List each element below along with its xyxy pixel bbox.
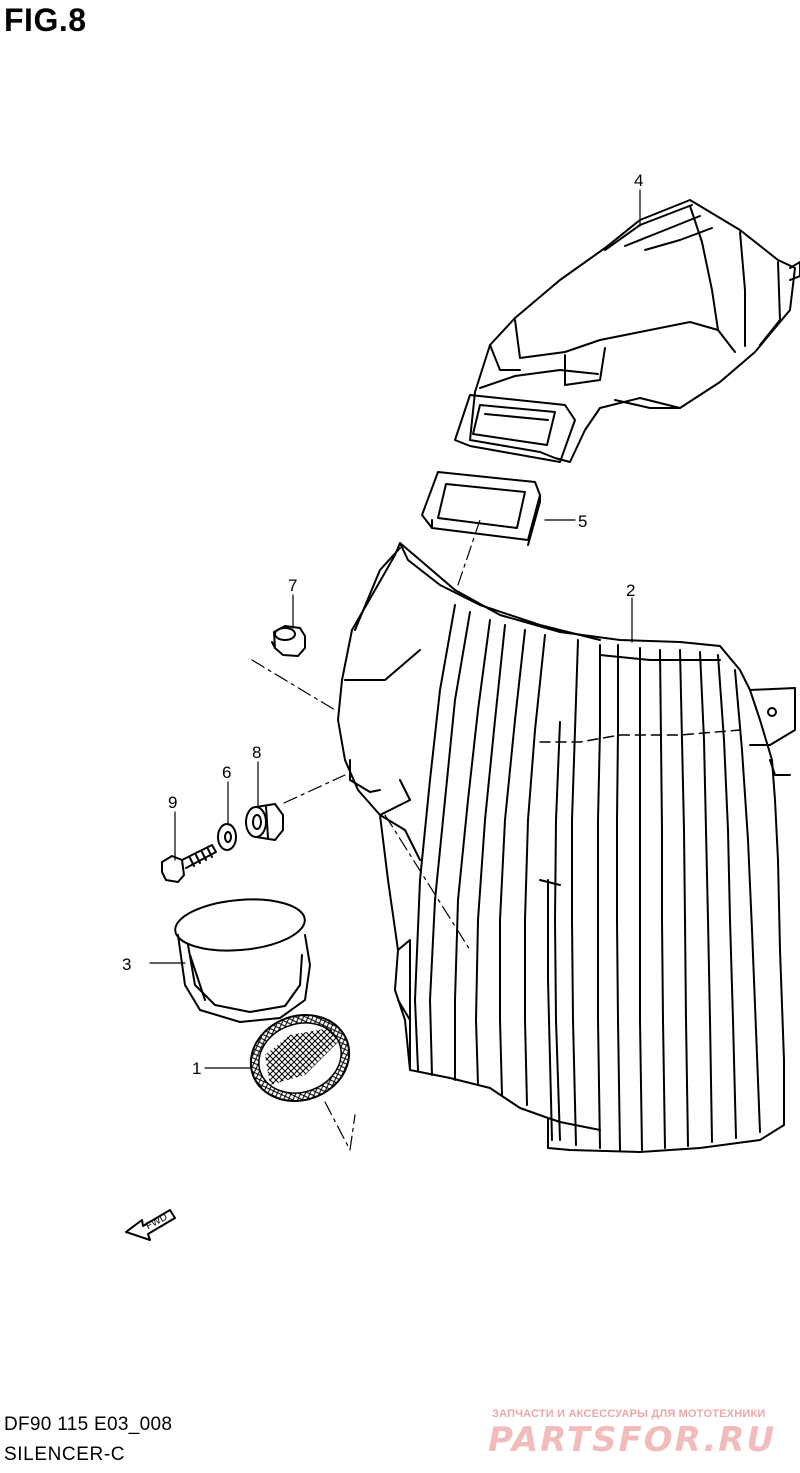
section-name-label: SILENCER-C bbox=[4, 1444, 126, 1465]
figure-title: FIG.8 bbox=[4, 2, 87, 38]
callout-8: 8 bbox=[252, 743, 261, 762]
callout-4: 4 bbox=[634, 171, 643, 190]
mesh-screen-part bbox=[249, 1013, 351, 1103]
seal-gasket-part bbox=[421, 471, 541, 546]
callout-6: 6 bbox=[222, 763, 231, 782]
callout-3: 3 bbox=[122, 955, 131, 974]
assembly-lines bbox=[251, 519, 481, 1151]
callout-9: 9 bbox=[168, 793, 177, 812]
fwd-arrow-icon: FWD bbox=[125, 1209, 176, 1241]
callout-1: 1 bbox=[192, 1059, 201, 1078]
callout-7: 7 bbox=[288, 576, 297, 595]
washer-part bbox=[217, 823, 237, 851]
intake-duct-part bbox=[454, 199, 800, 463]
grommet-part bbox=[271, 625, 306, 657]
callout-numbers: 1 2 3 4 5 6 7 8 9 bbox=[122, 171, 643, 1078]
rubber-ring-part bbox=[174, 898, 311, 1023]
callout-leaders bbox=[149, 189, 641, 1069]
callout-2: 2 bbox=[626, 581, 635, 600]
bolt-part bbox=[161, 844, 217, 883]
cushion-part bbox=[245, 803, 284, 841]
watermark-logo: PARTSFOR.RU bbox=[488, 1420, 777, 1460]
silencer-case-part bbox=[337, 542, 796, 1153]
watermark-tagline: ЗАПЧАСТИ И АКСЕССУАРЫ ДЛЯ МОТОТЕХНИКИ bbox=[492, 1408, 766, 1420]
callout-5: 5 bbox=[578, 512, 587, 531]
model-code-label: DF90 115 E03_008 bbox=[4, 1414, 173, 1435]
